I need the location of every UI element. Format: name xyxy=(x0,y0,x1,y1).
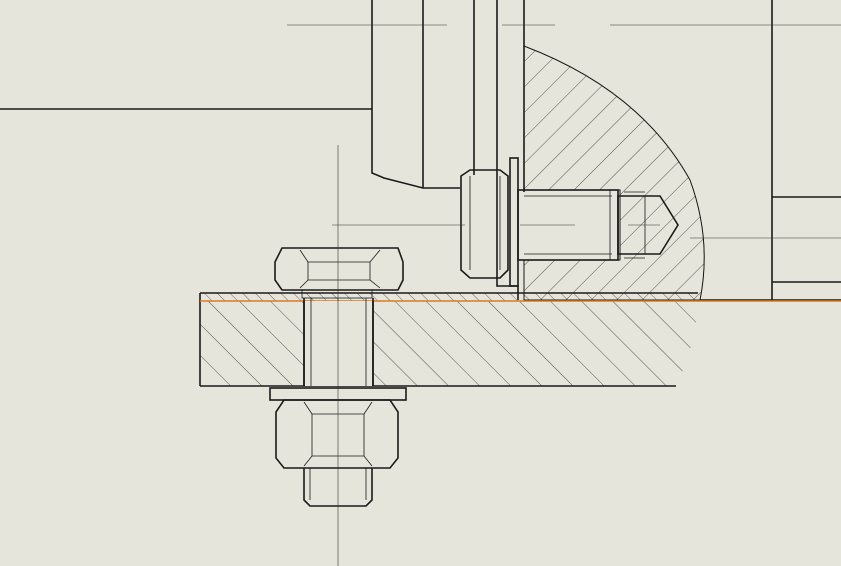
hex-bolt[interactable] xyxy=(274,247,404,386)
centerlines xyxy=(287,24,841,566)
threaded-stud[interactable] xyxy=(460,157,679,300)
